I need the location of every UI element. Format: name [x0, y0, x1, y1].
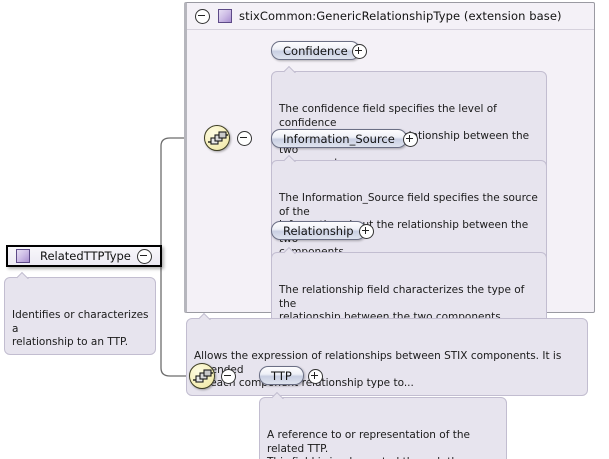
extension-base-title: stixCommon:GenericRelationshipType (exte… [239, 9, 562, 23]
element-confidence-annotation: The confidence field specifies the level… [271, 71, 547, 176]
root-annotation-text: Identifies or characterizes a relationsh… [12, 309, 149, 348]
root-collapse-toggle[interactable] [136, 248, 152, 264]
sequence-collapse-toggle[interactable] [237, 131, 252, 146]
extension-base-annotation-text: Allows the expression of relationships b… [194, 350, 562, 389]
element-ttp-expand-toggle[interactable] [308, 369, 323, 384]
sequence-glyph [193, 369, 213, 383]
element-confidence-expand-toggle[interactable] [352, 44, 367, 59]
element-relationship[interactable]: Relationship [271, 221, 366, 240]
root-annotation: Identifies or characterizes a relationsh… [4, 277, 156, 355]
element-information-source-expand-toggle[interactable] [403, 132, 418, 147]
element-relationship-label: Relationship [283, 223, 354, 238]
element-information-source[interactable]: Information_Source [271, 129, 407, 148]
note-pointer [199, 313, 211, 320]
element-relationship-expand-toggle[interactable] [359, 224, 374, 239]
sequence-compositor-icon[interactable] [204, 125, 230, 151]
root-type-label: RelatedTTPType [40, 249, 131, 263]
element-confidence[interactable]: Confidence [271, 41, 360, 60]
complex-type-icon [16, 249, 30, 263]
extension-base-collapse-toggle[interactable] [195, 8, 210, 24]
note-pointer [17, 272, 29, 279]
note-pointer [284, 247, 296, 254]
ttp-sequence-collapse-toggle[interactable] [221, 369, 236, 384]
extension-base-annotation: Allows the expression of relationships b… [186, 318, 588, 396]
root-type-box[interactable]: RelatedTTPType [6, 245, 162, 267]
element-ttp-annotation: A reference to or representation of the … [259, 397, 507, 459]
note-pointer [272, 392, 284, 399]
sequence-glyph [208, 131, 228, 145]
element-ttp[interactable]: TTP [259, 366, 304, 385]
complex-type-icon [218, 9, 232, 23]
sequence-compositor-icon[interactable] [189, 363, 215, 389]
element-information-source-label: Information_Source [283, 131, 395, 146]
note-pointer [284, 66, 296, 73]
note-pointer [284, 155, 296, 162]
element-confidence-label: Confidence [283, 43, 348, 58]
extension-base-header: stixCommon:GenericRelationshipType (exte… [187, 3, 594, 30]
element-ttp-annotation-text: A reference to or representation of the … [267, 429, 470, 459]
element-ttp-label: TTP [271, 368, 292, 383]
element-information-source-annotation: The Information_Source field specifies t… [271, 160, 547, 265]
